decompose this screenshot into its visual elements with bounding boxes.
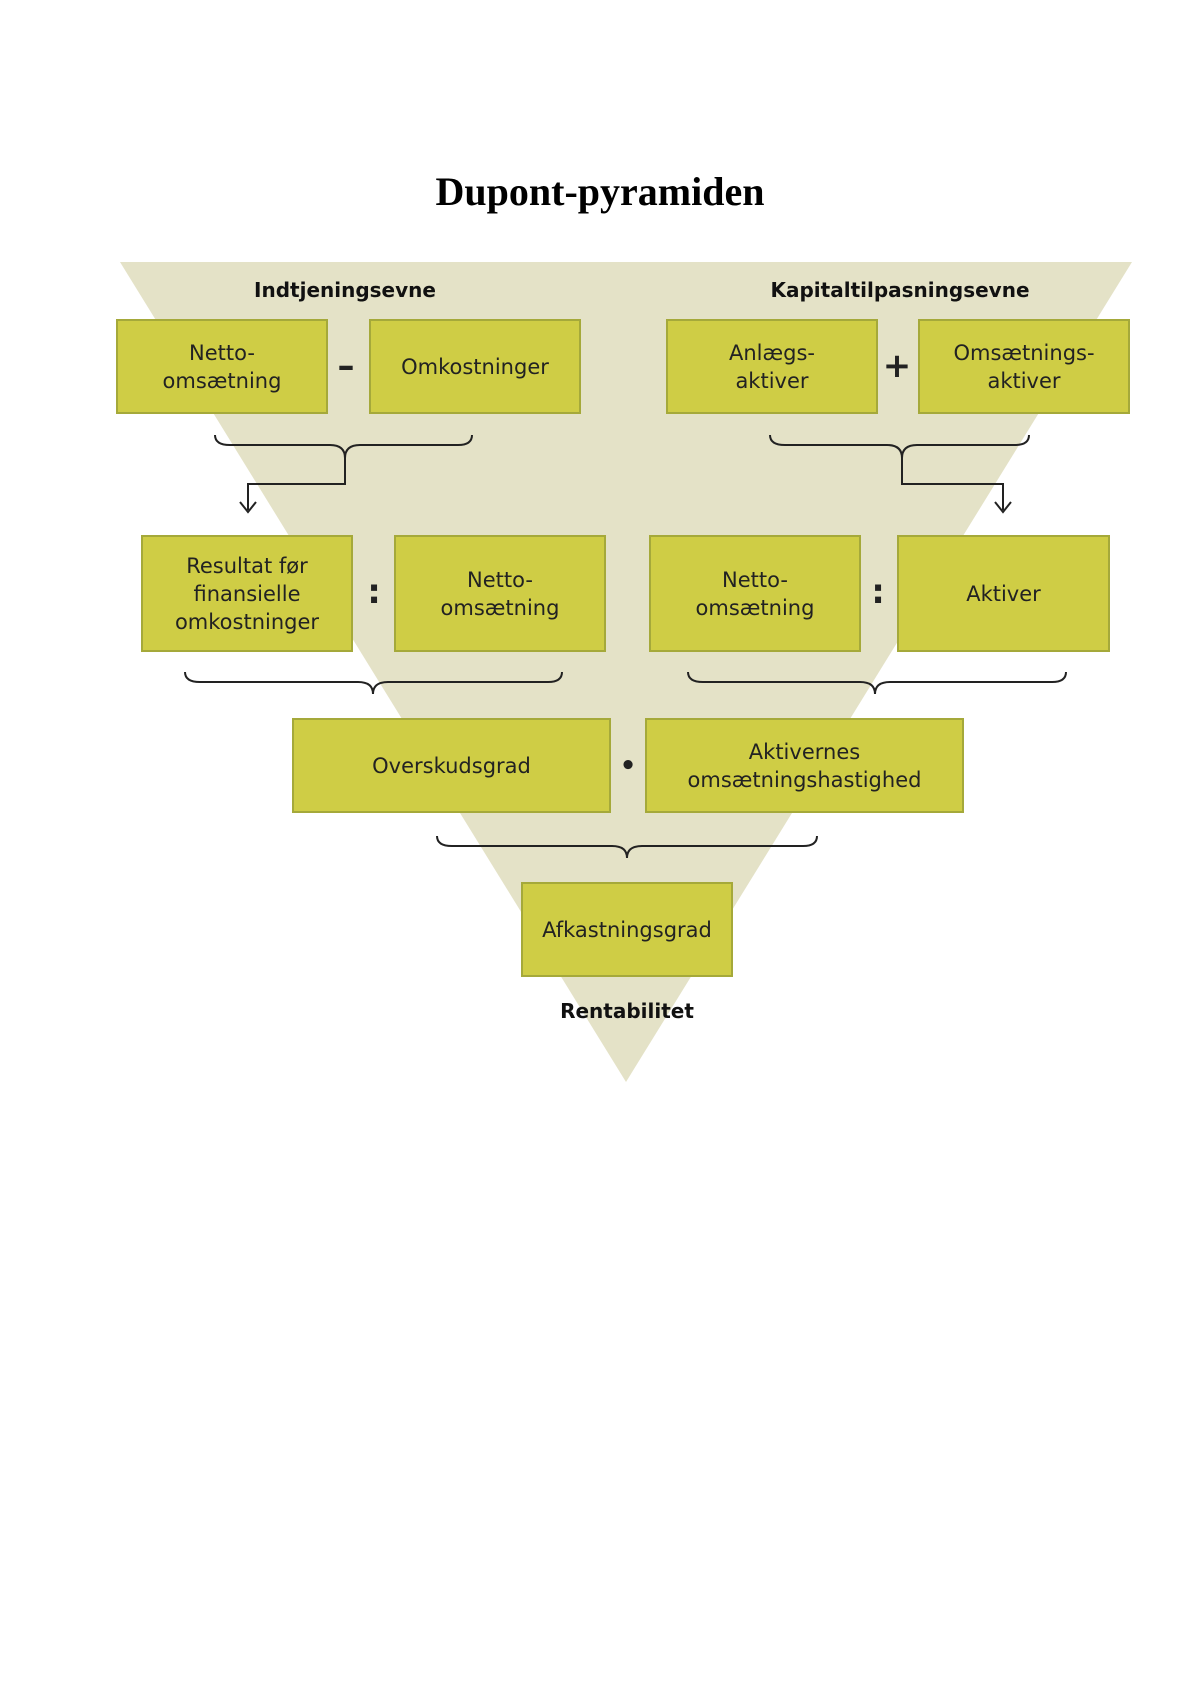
- box-aktivernes-omsaetningshastighed: Aktivernes omsætningshastighed: [645, 718, 964, 813]
- box-afkastningsgrad: Afkastningsgrad: [521, 882, 733, 977]
- minus-operator: –: [337, 346, 355, 386]
- plus-operator: +: [882, 346, 912, 386]
- box-nettoomsaetning-3: Netto- omsætning: [649, 535, 861, 652]
- box-overskudsgrad: Overskudsgrad: [292, 718, 611, 813]
- box-label: Netto- omsætning: [162, 340, 282, 393]
- divide-operator-right: :: [871, 572, 885, 612]
- heading-kapitaltilpasningsevne: Kapitaltilpasningsevne: [770, 278, 1030, 302]
- box-label: Afkastningsgrad: [542, 917, 712, 942]
- multiply-operator: •: [619, 751, 637, 781]
- box-label: Anlægs- aktiver: [729, 340, 815, 393]
- box-label: Overskudsgrad: [372, 753, 531, 778]
- box-resultat-foer-finansielle-omkostninger: Resultat før finansielle omkostninger: [141, 535, 353, 652]
- arrowhead-right: [994, 501, 1012, 514]
- brace-row2-left: [184, 671, 563, 695]
- brace-row3: [436, 835, 818, 859]
- box-label: Netto- omsætning: [440, 567, 560, 620]
- box-anlaegsaktiver: Anlægs- aktiver: [666, 319, 878, 414]
- pyramid-shape: [120, 262, 1132, 1082]
- heading-indtjeningsevne: Indtjeningsevne: [254, 278, 436, 302]
- connector-left: [247, 458, 346, 510]
- box-label: Aktiver: [966, 581, 1041, 606]
- box-omkostninger: Omkostninger: [369, 319, 581, 414]
- box-label: Aktivernes omsætningshastighed: [687, 739, 922, 792]
- divide-operator-left: :: [367, 572, 381, 612]
- box-nettoomsaetning-2: Netto- omsætning: [394, 535, 606, 652]
- heading-rentabilitet: Rentabilitet: [560, 999, 694, 1023]
- arrowhead-left: [239, 501, 257, 514]
- box-aktiver: Aktiver: [897, 535, 1110, 652]
- box-label: Omsætnings- aktiver: [953, 340, 1095, 393]
- box-label: Omkostninger: [401, 354, 549, 379]
- page-title: Dupont-pyramiden: [435, 169, 765, 214]
- connector-right: [901, 458, 1004, 510]
- box-nettoomsaetning-1: Netto- omsætning: [116, 319, 328, 414]
- box-label: Netto- omsætning: [695, 567, 815, 620]
- box-label: Resultat før finansielle omkostninger: [174, 553, 320, 634]
- box-omsaetningsaktiver: Omsætnings- aktiver: [918, 319, 1130, 414]
- brace-row2-right: [687, 671, 1067, 695]
